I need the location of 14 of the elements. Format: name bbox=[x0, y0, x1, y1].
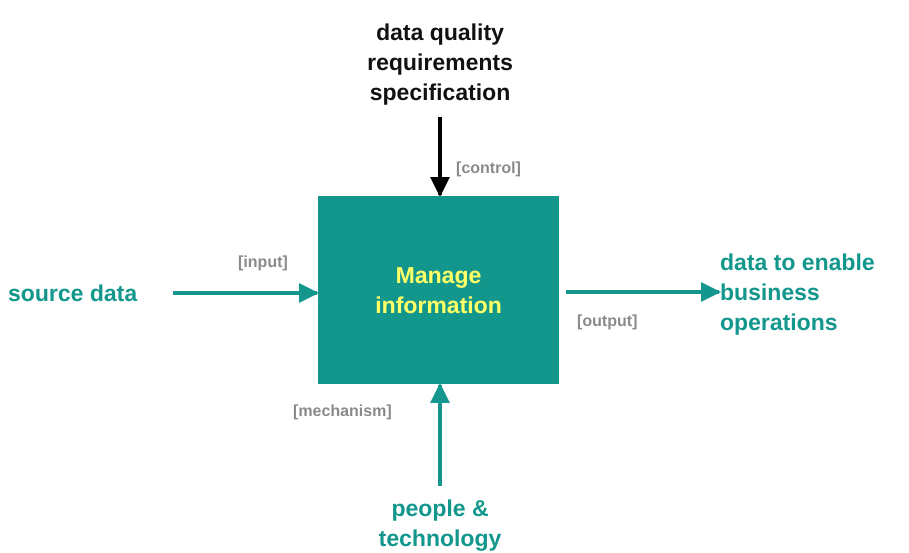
output-text: data to enable business operations bbox=[720, 248, 876, 337]
input-text: source data bbox=[8, 279, 138, 308]
edge-label: [control] bbox=[456, 160, 521, 178]
edge-label: [output] bbox=[577, 313, 638, 331]
process-box bbox=[318, 196, 559, 384]
mechanism-text: people & technology bbox=[378, 494, 502, 553]
control-text: data quality requirements specification bbox=[366, 18, 514, 107]
edge-label: [input] bbox=[238, 254, 288, 272]
arrow bbox=[173, 283, 319, 303]
arrow bbox=[430, 117, 450, 197]
arrow bbox=[430, 383, 450, 486]
arrow bbox=[566, 282, 721, 302]
edge-label: [mechanism] bbox=[293, 403, 392, 421]
process-label: Manage information bbox=[374, 261, 503, 320]
